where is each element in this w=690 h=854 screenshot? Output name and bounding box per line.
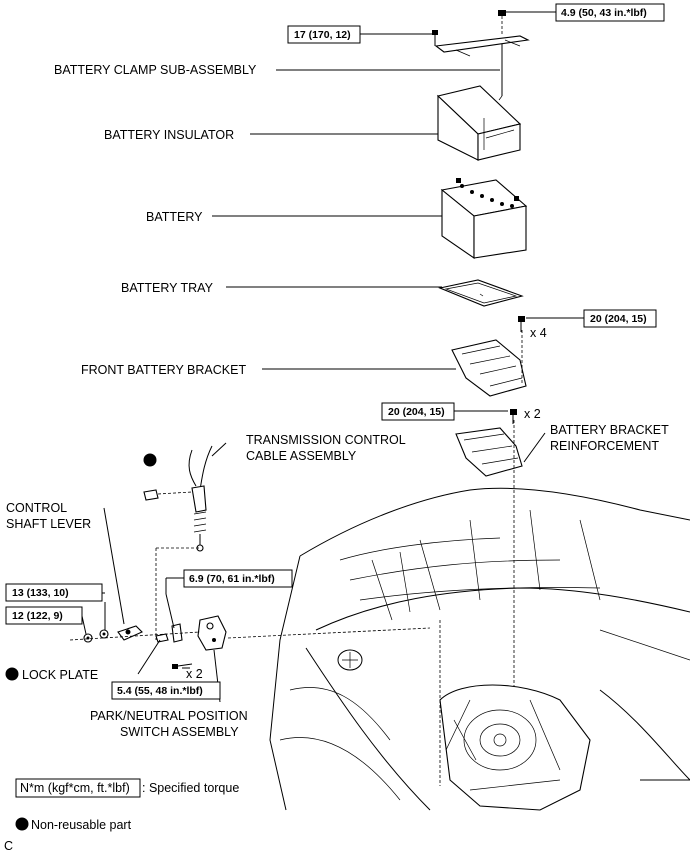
- label-bracket-reinforcement-line1: BATTERY BRACKET: [550, 423, 669, 437]
- label-control-shaft-line1: CONTROL: [6, 501, 67, 515]
- control-shaft-lever-drawing: [117, 625, 143, 641]
- svg-text:4.9 (50, 43 in.*lbf): 4.9 (50, 43 in.*lbf): [561, 7, 647, 19]
- park-neutral-switch-drawing: [69, 615, 431, 651]
- torque-box-reinforcement: 20 (204, 15): [381, 402, 455, 421]
- battery-clamp-drawing: [434, 35, 530, 101]
- lock-plate-drawing: [155, 633, 169, 643]
- label-transmission-cable-line2: CABLE ASSEMBLY: [246, 449, 357, 463]
- label-battery-clamp: BATTERY CLAMP SUB-ASSEMBLY: [54, 63, 257, 77]
- torque-box-12: 12 (122, 9): [5, 606, 83, 625]
- vehicle-engine-bay-drawing: [269, 487, 690, 811]
- bolt-6-9-icon: [171, 623, 183, 643]
- transaxle-drawing: [439, 684, 591, 811]
- svg-text:6.9 (70, 61 in.*lbf): 6.9 (70, 61 in.*lbf): [189, 573, 275, 585]
- leader-lines: [81, 11, 584, 703]
- nut-13-icon: [99, 629, 109, 639]
- transmission-control-cable-drawing: [143, 445, 213, 640]
- switch-bolt-icon: [172, 663, 193, 669]
- nut-12-icon: [83, 633, 93, 643]
- bracket-reinforcement-drawing: [455, 420, 523, 786]
- legend-torque-desc: : Specified torque: [142, 781, 239, 795]
- clamp-bolt-icon: [432, 30, 438, 46]
- label-lock-plate: LOCK PLATE: [22, 668, 98, 682]
- front-bracket-bolt-icon: [518, 316, 525, 332]
- torque-box-13: 13 (133, 10): [5, 583, 103, 602]
- torque-box-6-9: 6.9 (70, 61 in.*lbf): [183, 569, 293, 588]
- svg-text:20 (204, 15): 20 (204, 15): [388, 406, 445, 418]
- lock-plate-non-reusable-icon: [5, 667, 19, 681]
- legend-non-reusable-text: Non-reusable part: [31, 818, 132, 832]
- multiplier-front-bracket: x 4: [530, 326, 547, 340]
- label-front-battery-bracket: FRONT BATTERY BRACKET: [81, 363, 246, 377]
- label-battery: BATTERY: [146, 210, 203, 224]
- label-pnp-switch-line1: PARK/NEUTRAL POSITION: [90, 709, 248, 723]
- corner-mark: C: [4, 839, 13, 853]
- battery-insulator-drawing: [436, 85, 522, 161]
- torque-box-5-4: 5.4 (55, 48 in.*lbf): [111, 681, 221, 700]
- label-transmission-cable-line1: TRANSMISSION CONTROL: [246, 433, 406, 447]
- multiplier-switch: x 2: [186, 667, 203, 681]
- label-pnp-switch-line2: SWITCH ASSEMBLY: [120, 725, 239, 739]
- torque-box-clamp-bolt: 17 (170, 12): [287, 25, 361, 44]
- non-reusable-marker-icon: [143, 453, 157, 467]
- label-battery-tray: BATTERY TRAY: [121, 281, 214, 295]
- svg-text:17 (170, 12): 17 (170, 12): [294, 29, 351, 41]
- svg-text:20 (204, 15): 20 (204, 15): [590, 313, 647, 325]
- clamp-nut-icon: [498, 10, 506, 36]
- legend-torque: N*m (kgf*cm, ft.*lbf) : Specified torque: [15, 778, 239, 798]
- label-control-shaft-line2: SHAFT LEVER: [6, 517, 91, 531]
- reinforcement-bolt-icon: [510, 409, 517, 424]
- battery-drawing: [440, 178, 528, 260]
- multiplier-reinforcement: x 2: [524, 407, 541, 421]
- front-battery-bracket-drawing: [451, 330, 527, 397]
- battery-tray-drawing: [438, 279, 524, 307]
- torque-box-clamp-nut: 4.9 (50, 43 in.*lbf): [555, 3, 665, 22]
- svg-text:13 (133, 10): 13 (133, 10): [12, 587, 69, 599]
- svg-text:5.4 (55, 48 in.*lbf): 5.4 (55, 48 in.*lbf): [117, 685, 203, 697]
- legend-torque-unit: N*m (kgf*cm, ft.*lbf): [20, 781, 130, 795]
- label-bracket-reinforcement-line2: REINFORCEMENT: [550, 439, 659, 453]
- legend-non-reusable-icon: [15, 817, 29, 831]
- torque-box-front-bracket: 20 (204, 15): [583, 309, 657, 328]
- label-battery-insulator: BATTERY INSULATOR: [104, 128, 234, 142]
- legend-non-reusable: Non-reusable part: [15, 817, 132, 832]
- svg-text:12 (122, 9): 12 (122, 9): [12, 610, 63, 622]
